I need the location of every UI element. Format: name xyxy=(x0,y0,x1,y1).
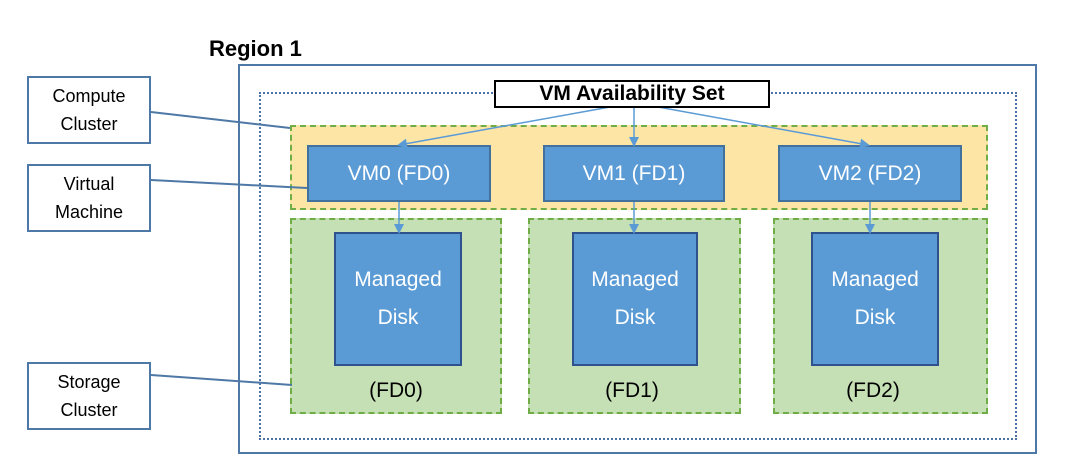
disk-label-line2: Disk xyxy=(377,306,419,329)
fault-domain-label-1: (FD1) xyxy=(605,379,659,402)
disk-label-line1: Managed xyxy=(591,268,679,291)
callout-line1: Virtual xyxy=(63,174,115,194)
vm-box-2: VM2 (FD2) xyxy=(778,145,962,202)
managed-disk-0: Managed Disk xyxy=(334,232,462,366)
disk-label-line1: Managed xyxy=(354,268,442,291)
fault-domain-label-0: (FD0) xyxy=(369,379,423,402)
vm-box-1: VM1 (FD1) xyxy=(543,145,725,202)
arrow-avset-vm2 xyxy=(657,106,870,149)
managed-disk-2: Managed Disk xyxy=(811,232,939,366)
arrow-avset-vm0 xyxy=(397,106,611,149)
region-title: Region 1 xyxy=(209,36,302,61)
vm-label: VM2 (FD2) xyxy=(818,161,922,185)
disk-label-line1: Managed xyxy=(831,268,919,291)
callout-leader-vm xyxy=(150,179,308,189)
region-box xyxy=(238,64,1037,454)
vm-label: VM0 (FD0) xyxy=(347,161,451,185)
callout-line2: Cluster xyxy=(60,400,118,420)
callout-line1: Compute xyxy=(52,86,126,106)
availability-set-label: VM Availability Set xyxy=(494,80,770,108)
callout-leader-storage xyxy=(150,374,293,386)
disk-label-line2: Disk xyxy=(614,306,656,329)
disk-label-line2: Disk xyxy=(854,306,896,329)
callout-line2: Cluster xyxy=(60,114,118,134)
callout-storage-cluster: Storage Cluster xyxy=(27,362,151,430)
callout-line2: Machine xyxy=(54,202,124,222)
callout-virtual-machine: Virtual Machine xyxy=(27,164,151,232)
fault-domain-label-2: (FD2) xyxy=(846,379,900,402)
managed-disk-1: Managed Disk xyxy=(572,232,698,366)
callout-compute-cluster: Compute Cluster xyxy=(27,76,151,144)
callout-line1: Storage xyxy=(57,372,121,392)
callout-leader-compute xyxy=(150,111,291,129)
vm-label: VM1 (FD1) xyxy=(582,161,686,185)
